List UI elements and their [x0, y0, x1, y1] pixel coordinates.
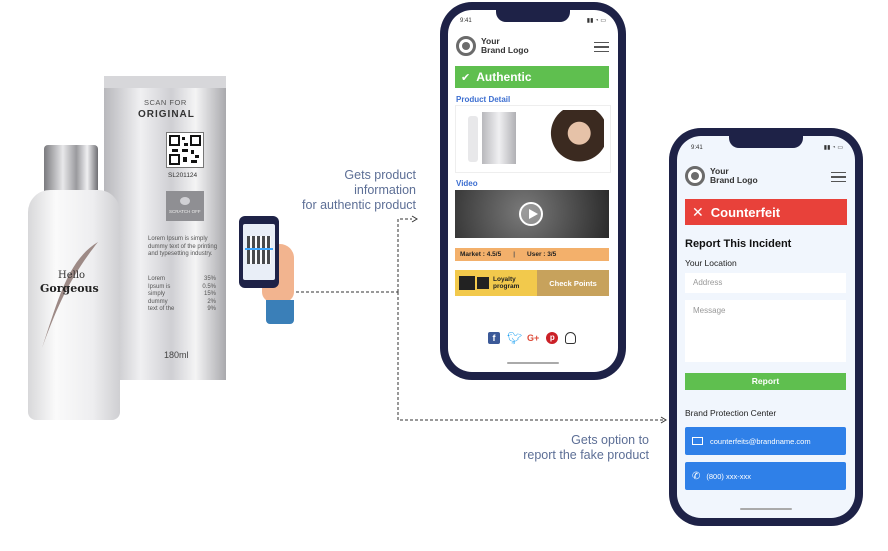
product-detail-image[interactable] [455, 105, 611, 173]
phone-authentic: 9:41 ▮▮ ◔ ▭ Your Brand Logo ✔ Authentic … [440, 2, 626, 380]
product-thumbnail [482, 112, 516, 164]
video-player[interactable] [455, 190, 609, 238]
arrowhead-counterfeit [660, 416, 667, 424]
brand-logo[interactable]: Your Brand Logo [685, 166, 758, 186]
arrowhead-authentic [411, 215, 418, 223]
check-icon: ✔ [461, 71, 471, 84]
bottle-cap [44, 145, 98, 193]
coin-icon [180, 197, 190, 205]
product-thumbnail [468, 116, 478, 162]
scan-line [245, 248, 273, 250]
phone-counterfeit: 9:41 ▮▮ ◔ ▭ Your Brand Logo ✕ Counterfei… [669, 128, 863, 526]
address-field[interactable]: Address [685, 273, 846, 293]
box-title: ORIGINAL [138, 109, 195, 120]
message-field[interactable]: Message [685, 300, 846, 362]
status-banner-counterfeit: ✕ Counterfeit [685, 199, 847, 225]
google-plus-icon[interactable]: G+ [527, 333, 540, 343]
box-heading: SCAN FOR [144, 98, 187, 107]
brand-logo-icon [685, 166, 705, 186]
status-time: 9:41 [460, 18, 472, 24]
phone-text: (800) xxx-xxx [706, 471, 751, 481]
qr-code-icon [247, 236, 271, 264]
play-button-icon[interactable] [519, 202, 543, 226]
menu-icon[interactable] [594, 42, 609, 52]
email-contact[interactable]: counterfeits@brandname.com [685, 427, 846, 455]
rating-bar: Market : 4.5/5 | User : 3/5 [455, 248, 609, 261]
menu-icon[interactable] [831, 172, 846, 182]
model-photo [542, 110, 604, 168]
flow-text-line: Gets product [344, 168, 416, 182]
status-banner-authentic: ✔ Authentic [455, 66, 609, 88]
location-label: Your Location [685, 258, 737, 268]
snapchat-icon[interactable] [565, 332, 577, 344]
status-time: 9:41 [691, 145, 703, 151]
user-rating: User : 3/5 [527, 251, 557, 258]
brand-logo[interactable]: Your Brand Logo [456, 36, 529, 56]
points-icon [477, 277, 489, 289]
serial-number: SL201124 [168, 172, 198, 179]
phone-icon: ✆ [692, 470, 701, 482]
loyalty-label: program [493, 283, 520, 290]
loyalty-label: Loyalty [493, 275, 516, 283]
battery-icon: ▮▮ ◔ ▭ [586, 18, 606, 24]
flow-text-line: Gets option to [571, 433, 649, 447]
battery-icon: ▮▮ ◔ ▭ [823, 145, 843, 151]
home-indicator [740, 508, 792, 510]
brand-line: Your [481, 36, 500, 46]
twitter-icon[interactable]: 🐦︎ [507, 331, 523, 345]
gift-icon [459, 276, 475, 290]
flow-text-line: report the fake product [523, 448, 649, 462]
product-box: SCAN FOR ORIGINAL SL201124 SCRATCH OFF L… [104, 76, 226, 380]
scratch-off-label: SCRATCH OFF [169, 209, 201, 214]
facebook-icon[interactable]: f [488, 332, 500, 344]
bottle-body: Hello Gorgeous [28, 190, 120, 420]
email-text: counterfeits@brandname.com [710, 436, 811, 446]
phone-contact[interactable]: ✆ (800) xxx-xxx [685, 462, 846, 490]
check-points-button[interactable]: Check Points [537, 270, 609, 296]
brand-line: Your [710, 166, 729, 176]
brand-line: Brand Logo [481, 45, 529, 55]
bottle-label-hello: Hello [58, 270, 86, 281]
bottle-label-gorgeous: Gorgeous [40, 282, 99, 295]
market-rating: Market : 4.5/5 [460, 251, 502, 258]
sleeve [266, 300, 294, 324]
mail-icon [692, 437, 703, 445]
authentic-flow-label: Gets product information for authentic p… [256, 168, 416, 213]
brand-protection-heading: Brand Protection Center [685, 408, 777, 418]
home-indicator [507, 362, 559, 364]
loyalty-program[interactable]: Loyalty program [455, 270, 537, 296]
pinterest-icon[interactable]: p [546, 332, 559, 344]
connector-to-counterfeit [397, 292, 665, 421]
product-detail-heading: Product Detail [456, 95, 511, 104]
counterfeit-flow-label: Gets option to report the fake product [469, 433, 649, 463]
scratch-off-area: SCRATCH OFF [166, 191, 204, 221]
box-volume: 180ml [164, 350, 189, 360]
brand-line: Brand Logo [710, 175, 758, 185]
report-title: Report This Incident [685, 238, 792, 250]
report-button[interactable]: Report [685, 373, 846, 390]
status-label: Authentic [476, 70, 532, 84]
status-label: Counterfeit [710, 204, 781, 220]
loyalty-bar: Loyalty program Check Points [455, 270, 609, 296]
close-icon: ✕ [692, 203, 704, 220]
brand-logo-icon [456, 36, 476, 56]
connector-to-authentic [397, 218, 412, 292]
scanning-phone [239, 216, 279, 288]
video-heading: Video [456, 179, 478, 188]
flow-text-line: information [354, 183, 416, 197]
box-description: Lorem Ipsum is simply dummy text of the … [148, 236, 218, 257]
social-icons: f 🐦︎ G+ p [488, 331, 577, 345]
flow-text-line: for authentic product [302, 198, 416, 212]
qr-code-icon [166, 132, 204, 168]
